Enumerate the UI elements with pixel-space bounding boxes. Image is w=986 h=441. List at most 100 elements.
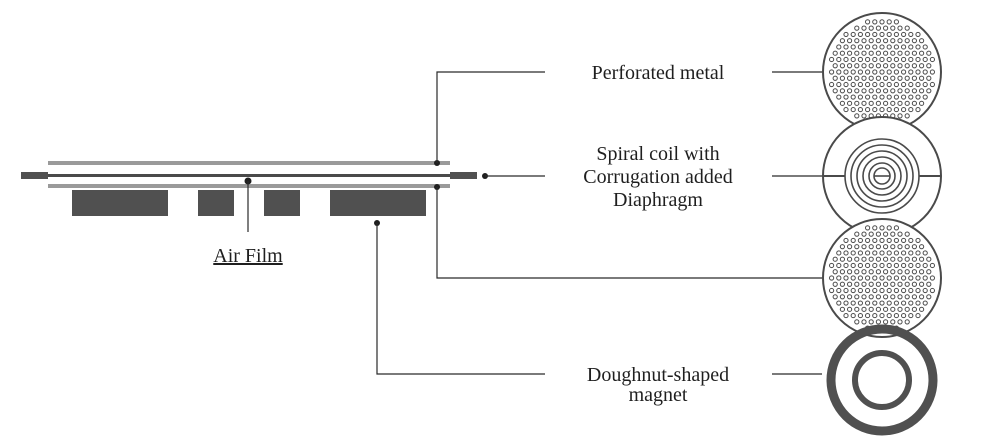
perforation-hole (850, 56, 856, 63)
perforated-disc-top (822, 12, 942, 132)
perforation-hole (883, 306, 889, 312)
perforation-hole (904, 231, 910, 237)
perforation-hole (854, 319, 860, 325)
perforation-hole (879, 300, 885, 306)
perforation-hole (883, 256, 889, 262)
perforation-hole (875, 88, 882, 94)
perforation-hole (911, 256, 918, 262)
perforation-hole (843, 81, 849, 88)
perforation-hole (883, 231, 889, 237)
perforation-hole (919, 63, 925, 69)
perforation-hole (865, 81, 871, 88)
perforation-hole (897, 269, 903, 275)
perforation-hole (829, 287, 835, 294)
perforation-hole (850, 44, 856, 50)
perforation-hole (847, 294, 853, 300)
perforation-hole (847, 63, 853, 69)
perforation-hole (836, 44, 842, 50)
perforation-hole (915, 31, 921, 38)
perforation-hole (908, 287, 914, 294)
perforation-hole (922, 275, 928, 281)
perforation-hole (854, 100, 860, 106)
perforation-hole (915, 69, 921, 75)
leader-magnet (376, 223, 545, 375)
perforation-hole (886, 19, 892, 25)
label-spiral-coil-line3: Diaphragm (613, 189, 703, 211)
perforation-hole (829, 262, 835, 269)
perforation-hole (911, 269, 918, 275)
perforation-hole (883, 75, 889, 81)
perforation-hole (901, 106, 907, 113)
perforation-hole (839, 306, 846, 312)
perforation-hole (872, 94, 878, 100)
perforation-hole (904, 75, 910, 81)
perforation-hole (861, 88, 867, 94)
perforation-hole (847, 38, 853, 44)
perforation-hole (865, 225, 871, 231)
perforation-hole (893, 275, 900, 281)
perforation-hole (915, 56, 921, 63)
perforation-hole (883, 63, 889, 69)
perforation-hole (861, 306, 867, 312)
perforation-hole (886, 44, 892, 50)
perforation-hole (879, 19, 885, 25)
perforation-hole (875, 50, 882, 56)
perforation-hole (915, 94, 921, 100)
perforation-hole (897, 294, 903, 300)
perforation-hole (836, 275, 842, 281)
perforation-hole (879, 287, 885, 294)
perforation-hole (922, 81, 928, 88)
perforation-hole (839, 88, 846, 94)
perforation-hole (836, 69, 842, 75)
perforation-hole (850, 250, 856, 256)
perforation-hole (911, 38, 918, 44)
perforation-hole (890, 38, 896, 44)
perforation-hole (861, 38, 867, 44)
perforation-hole (839, 63, 846, 69)
perforation-hole (843, 106, 849, 113)
perforation-hole (904, 306, 910, 312)
perforation-hole (908, 237, 914, 244)
perforation-hole (886, 250, 892, 256)
perforation-hole (850, 69, 856, 75)
perforation-hole (861, 63, 867, 69)
exploded-view (822, 12, 942, 436)
perforation-hole (865, 237, 871, 244)
perforation-hole (890, 294, 896, 300)
perforation-hole (843, 300, 849, 306)
perforation-hole (879, 31, 885, 38)
perforation-holes (829, 225, 936, 331)
perforation-hole (901, 262, 907, 269)
perforation-hole (890, 256, 896, 262)
perforation-hole (843, 31, 849, 38)
perforation-hole (839, 294, 846, 300)
perforation-hole (897, 25, 903, 31)
perforation-hole (926, 75, 932, 81)
perforation-hole (868, 100, 874, 106)
perforation-hole (843, 94, 849, 100)
perforation-hole (868, 25, 874, 31)
perforation-hole (915, 81, 921, 88)
perforation-hole (904, 281, 910, 287)
perforation-hole (829, 81, 835, 88)
perforation-hole (847, 75, 853, 81)
perforation-hole (875, 294, 882, 300)
perforation-hole (886, 106, 892, 113)
perforation-hole (893, 81, 900, 88)
perforation-hole (875, 281, 882, 287)
perforation-hole (868, 256, 874, 262)
perforation-hole (843, 237, 849, 244)
perforation-hole (929, 262, 936, 269)
perforation-hole (915, 106, 921, 113)
perforation-hole (919, 294, 925, 300)
perforation-hole (857, 69, 864, 75)
perforation-hole (857, 250, 864, 256)
spiral-coil-diaphragm (822, 116, 942, 236)
perforation-hole (857, 106, 864, 113)
perforation-hole (861, 256, 867, 262)
perforation-hole (872, 31, 878, 38)
perforation-hole (854, 256, 860, 262)
perforation-hole (901, 300, 907, 306)
perforation-hole (890, 88, 896, 94)
perforation-hole (829, 69, 835, 75)
